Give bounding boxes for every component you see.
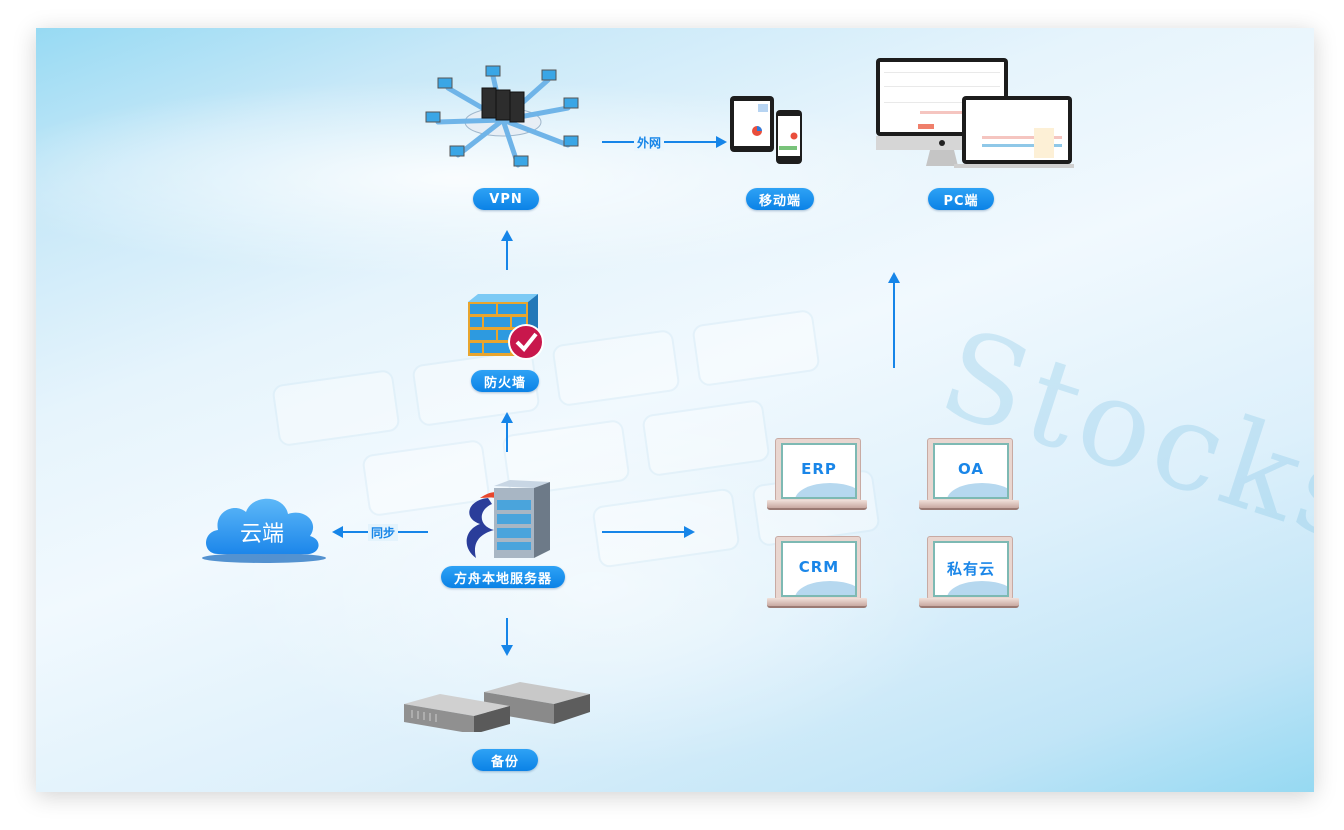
vpn-label: VPN [473,188,539,210]
cloud-icon [202,498,326,563]
app-label: OA [958,460,984,478]
arrow-head-up [501,230,513,241]
network-hub-icon [425,65,579,168]
desktop-laptop-icon [876,58,1074,168]
server-icon [466,480,550,558]
arrow-head-down [501,645,513,656]
arrow-head-up [501,412,513,423]
firewall-to-vpn-arrow [506,240,508,270]
diagram-canvas: Stocks VPN 外网 移动端 [36,28,1314,792]
app-laptop-erp: ERP [767,438,867,514]
app-laptop-crm: CRM [767,536,867,612]
backup-label: 备份 [472,749,538,771]
server-to-apps-arrow [602,531,686,533]
cloud-label: 云端 [239,522,284,547]
app-label: 私有云 [946,560,995,578]
server-to-backup-arrow [506,618,508,646]
edge-label-external-network: 外网 [634,134,665,151]
server-label: 方舟本地服务器 [441,566,565,588]
edge-label-sync: 同步 [368,524,399,541]
mobile-label: 移动端 [746,188,814,210]
firewall-icon [468,294,544,360]
arrow-head-up [888,272,900,283]
app-laptop-oa: OA [919,438,1019,514]
app-label: CRM [798,558,840,576]
storage-icon [404,682,590,732]
arrow-head-right [716,136,727,148]
tablet-phone-icon [730,96,802,164]
arrow-head-right [684,526,695,538]
app-laptop-private-cloud: 私有云 [919,536,1019,612]
arrow-head-left [332,526,343,538]
server-to-firewall-arrow [506,422,508,452]
pc-label: PC端 [928,188,994,210]
firewall-label: 防火墙 [471,370,539,392]
app-label: ERP [801,460,837,478]
apps-to-pc-arrow [893,282,895,368]
